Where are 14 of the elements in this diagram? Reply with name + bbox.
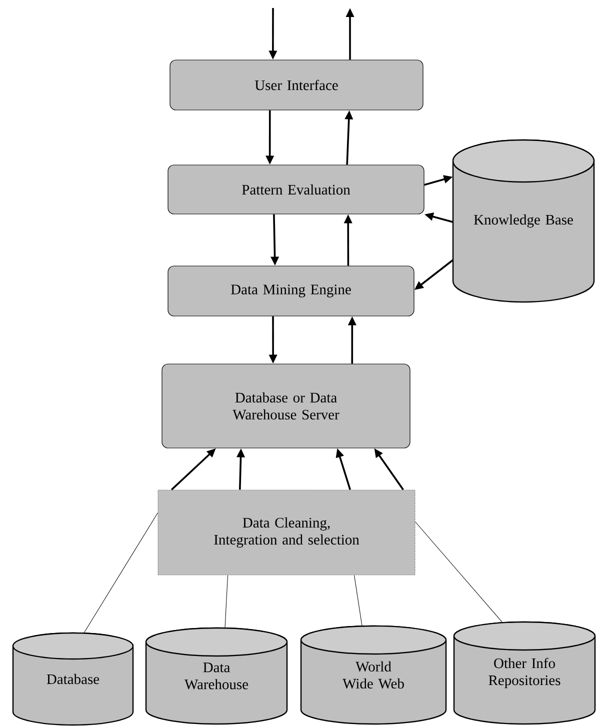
database-cylinder: Knowledge Base <box>452 139 595 303</box>
database-cylinder: World Wide Web <box>300 625 447 725</box>
database-cylinder: Data Warehouse <box>145 627 288 725</box>
connector-line <box>224 575 228 628</box>
process-box: User Interface <box>170 60 424 110</box>
database-cylinder: Database <box>12 632 134 726</box>
process-box: Data Mining Engine <box>168 266 414 316</box>
process-box: Pattern Evaluation <box>168 164 424 214</box>
process-box: Database or Data Warehouse Server <box>162 364 410 448</box>
process-box: Data Cleaning, Integration and selection <box>158 490 416 576</box>
database-cylinder: Other Info Repositories <box>453 621 596 725</box>
connector-line <box>415 522 502 622</box>
connector-line <box>354 575 362 626</box>
connector-line <box>84 512 158 634</box>
